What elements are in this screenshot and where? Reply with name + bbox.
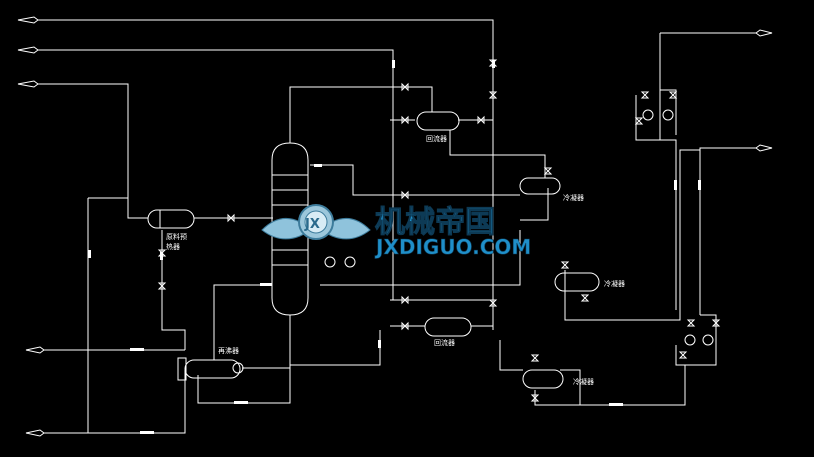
stream-arrows-right (755, 29, 773, 152)
stream-arrow-top (17, 16, 39, 24)
stream-arrow-right-top (755, 29, 773, 37)
vessel-cooler-2 (554, 272, 600, 292)
stream-arrow-3 (17, 80, 39, 88)
vessel-feed-preheater (147, 209, 195, 229)
watermark-logo: JX (261, 204, 371, 240)
watermark-en: JXDIGUO.COM (374, 235, 531, 259)
vessel-reflux-drum-bottom (424, 317, 472, 337)
logo-text: JX (304, 217, 320, 232)
label-cooler-3: 冷凝器 (573, 377, 594, 386)
label-cooler-2: 冷凝器 (604, 279, 625, 288)
vessel-cooler-1 (519, 177, 561, 195)
stream-arrow-2 (17, 46, 39, 54)
label-feed-preheater: 原料预 (166, 232, 187, 241)
stream-arrow-5 (25, 429, 45, 437)
pumps (232, 109, 714, 374)
watermark-cn: 机械帝国 (375, 205, 495, 240)
vessel-reflux-drum-top (416, 100, 460, 131)
label-reboiler: 再沸器 (218, 346, 239, 355)
instrument-markers (88, 60, 701, 434)
vessel-cooler-3 (522, 369, 564, 389)
label-feed-preheater-2: 热器 (166, 242, 180, 251)
label-reflux-drum-top: 回流器 (426, 134, 447, 143)
vessel-reboiler (177, 357, 241, 381)
distillation-column (271, 142, 309, 316)
valves (157, 59, 721, 402)
label-cooler-1: 冷凝器 (563, 193, 584, 202)
label-reflux-drum-bottom: 回流器 (434, 338, 455, 347)
stream-arrow-right-mid (755, 144, 773, 152)
equipment-labels: 回流器 原料预 热器 冷凝器 冷凝器 再沸器 回流器 冷凝器 (166, 134, 625, 386)
stream-arrows-left (17, 16, 45, 437)
stream-arrow-4 (25, 346, 45, 354)
